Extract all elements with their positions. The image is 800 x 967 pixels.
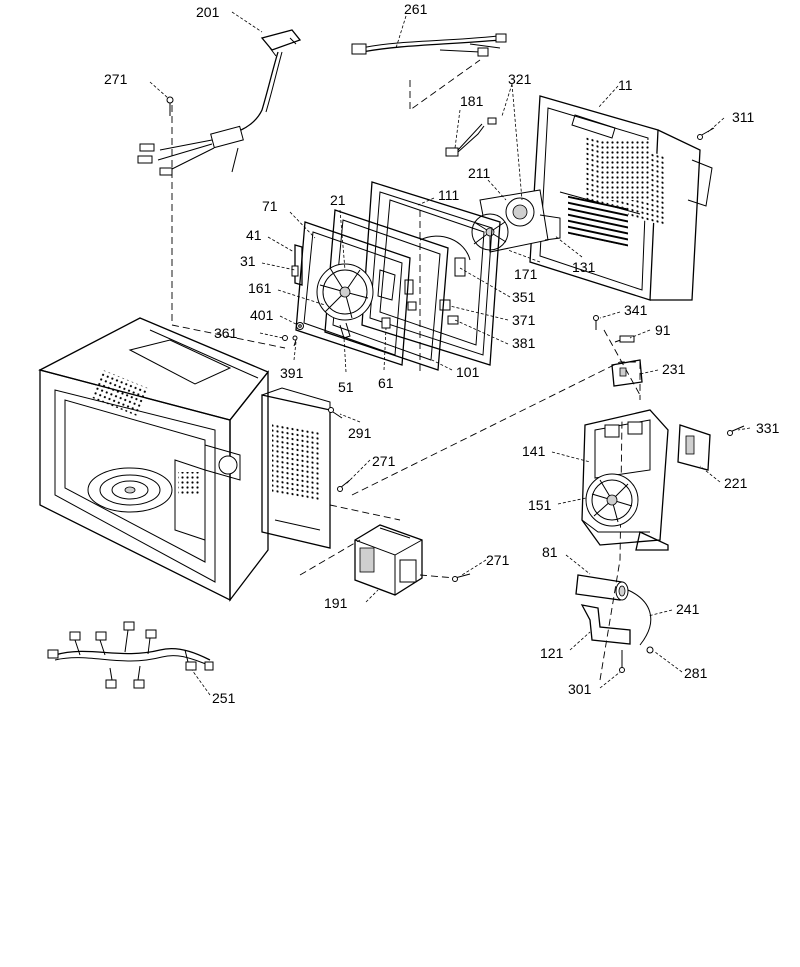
label-121: 121 xyxy=(540,645,564,661)
label-361: 361 xyxy=(214,325,238,341)
power-cord xyxy=(137,29,302,176)
label-331: 331 xyxy=(756,420,780,436)
label-151: 151 xyxy=(528,497,552,513)
label-241: 241 xyxy=(676,601,700,617)
label-341: 341 xyxy=(624,302,648,318)
label-271-top: 271 xyxy=(104,71,128,87)
label-401: 401 xyxy=(250,307,274,323)
label-301: 301 xyxy=(568,681,592,697)
label-91: 91 xyxy=(655,322,671,338)
label-231: 231 xyxy=(662,361,686,377)
label-201: 201 xyxy=(196,4,220,20)
label-261: 261 xyxy=(404,1,428,17)
label-161: 161 xyxy=(248,280,272,296)
bracket-41 xyxy=(291,244,303,286)
fasteners-361-401-391 xyxy=(282,322,304,347)
back-panel xyxy=(261,387,331,549)
wire-harness-251 xyxy=(47,621,214,689)
screw-311 xyxy=(697,127,715,140)
oven-cavity-main xyxy=(38,317,270,602)
label-61: 61 xyxy=(378,375,394,391)
outer-case-11 xyxy=(529,95,713,301)
wire-harness-small xyxy=(351,33,507,57)
label-171: 171 xyxy=(514,266,538,282)
label-leader-lines xyxy=(149,11,751,696)
label-181: 181 xyxy=(460,93,484,109)
label-271-middle: 271 xyxy=(372,453,396,469)
label-271-bottom: 271 xyxy=(486,552,510,568)
label-381: 381 xyxy=(512,335,536,351)
connector-181 xyxy=(445,117,497,157)
label-311: 311 xyxy=(732,109,755,125)
transformer-191 xyxy=(354,524,423,596)
capacitor-81 xyxy=(575,574,654,673)
label-51: 51 xyxy=(338,379,354,395)
label-111: 111 xyxy=(438,187,459,203)
label-11: 11 xyxy=(618,77,633,93)
label-281: 281 xyxy=(684,665,708,681)
bracket-221 xyxy=(677,424,745,471)
label-291: 291 xyxy=(348,425,372,441)
label-321: 321 xyxy=(508,71,532,87)
label-191: 191 xyxy=(324,595,348,611)
label-131: 131 xyxy=(572,259,596,275)
label-371: 371 xyxy=(512,312,536,328)
label-21: 21 xyxy=(330,192,346,208)
label-391: 391 xyxy=(280,365,304,381)
label-71: 71 xyxy=(262,198,278,214)
label-351: 351 xyxy=(512,289,536,305)
label-101: 101 xyxy=(456,364,480,380)
screw-271-bottom xyxy=(452,573,471,582)
screw-top-left xyxy=(166,96,174,116)
part-labels: 201 261 271 321 11 181 311 211 21 111 71… xyxy=(104,1,780,706)
label-221: 221 xyxy=(724,475,748,491)
label-31: 31 xyxy=(240,253,256,269)
assembly-guide-lines xyxy=(171,59,641,681)
parts-341-91-231 xyxy=(593,315,643,387)
motor-assembly xyxy=(471,189,561,253)
label-141: 141 xyxy=(522,443,546,459)
screw-291 xyxy=(328,407,343,419)
magnetron-fan-141 xyxy=(581,409,669,551)
panel-71-fan xyxy=(295,221,411,366)
panel-111 xyxy=(361,181,501,366)
label-251: 251 xyxy=(212,690,236,706)
label-81: 81 xyxy=(542,544,558,560)
label-41: 41 xyxy=(246,227,262,243)
label-211: 211 xyxy=(468,165,491,181)
